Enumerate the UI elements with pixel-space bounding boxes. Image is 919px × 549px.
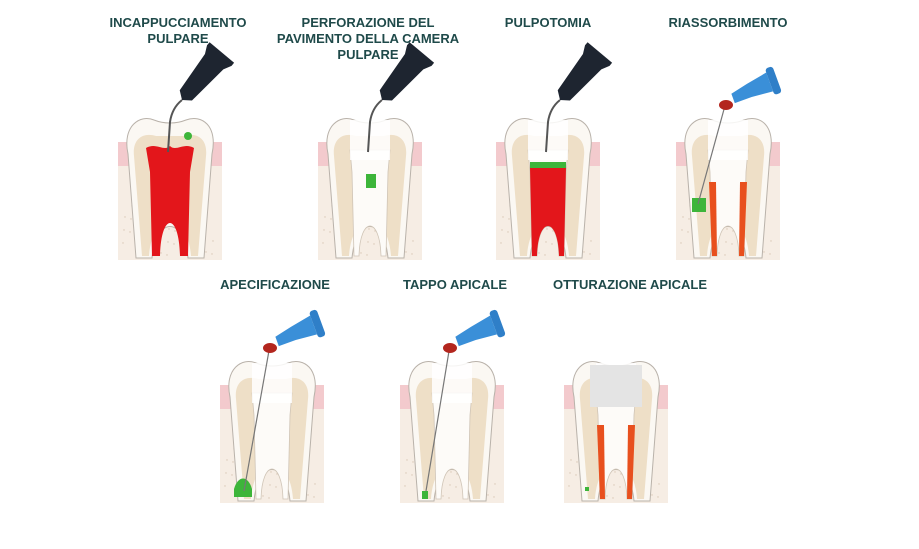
black-applicator-icon (557, 42, 613, 101)
tooth-panel (676, 66, 782, 260)
label-tappo-apicale: TAPPO APICALE (403, 277, 507, 293)
tooth-panel (496, 42, 613, 260)
rubber-stop (443, 343, 457, 353)
applicator-body (731, 72, 774, 104)
label-perforazione: PERFORAZIONE DEL PAVIMENTO DELLA CAMERA … (277, 15, 459, 63)
label-line: RIASSORBIMENTO (668, 15, 788, 30)
rubber-stop (263, 343, 277, 353)
mta-material (530, 162, 566, 168)
label-line: INCAPPUCCIAMENTO (109, 15, 247, 30)
file-needle (425, 344, 451, 492)
access-cavity (708, 120, 748, 160)
label-incappucciamento-pulpare: INCAPPUCCIAMENTO PULPARE (110, 15, 247, 47)
label-apecificazione: APECIFICAZIONE (220, 277, 330, 293)
label-line: PAVIMENTO DELLA CAMERA (276, 31, 460, 46)
needle (367, 99, 383, 153)
label-line: PULPOTOMIA (504, 15, 592, 30)
label-line: PERFORAZIONE DEL (301, 15, 435, 30)
root-canal (349, 149, 391, 257)
black-applicator-icon (379, 42, 435, 101)
mta-material (422, 491, 428, 499)
applicator-body (179, 42, 235, 101)
pulp (530, 168, 566, 256)
root-filling (627, 425, 635, 499)
needle (545, 99, 561, 153)
applicator-body (275, 315, 318, 347)
applicator-flange (309, 309, 326, 338)
root-canal (431, 392, 473, 500)
rubber-stop (719, 100, 733, 110)
root-canal (251, 392, 293, 500)
mta-material (184, 132, 192, 140)
applicator-body (557, 42, 613, 101)
mta-material (692, 198, 706, 212)
applicator-body (455, 315, 498, 347)
label-otturazione-apicale: OTTURAZIONE APICALE (553, 277, 707, 293)
tooth-panel (564, 361, 668, 503)
label-riassorbimento: RIASSORBIMENTO (669, 15, 788, 31)
tooth-panel (318, 42, 435, 260)
tooth-panel (118, 42, 235, 260)
applicator-body (379, 42, 435, 101)
file-needle (697, 101, 727, 205)
tooth-panel (400, 309, 506, 503)
root-filling (597, 425, 605, 499)
label-line: TAPPO APICALE (402, 277, 508, 292)
black-applicator-icon (179, 42, 235, 101)
root-filling (739, 182, 747, 256)
label-line: OTTURAZIONE APICALE (552, 277, 708, 292)
mta-material (366, 174, 376, 188)
label-line: APECIFICAZIONE (220, 277, 330, 292)
coronal-restoration (590, 365, 642, 407)
label-pulpotomia: PULPOTOMIA (505, 15, 591, 31)
applicator-flange (765, 66, 782, 95)
file-needle (243, 344, 271, 492)
blue-applicator-icon (731, 66, 782, 104)
label-line: PULPARE (337, 47, 399, 62)
label-line: PULPARE (147, 31, 209, 46)
tooth-panel (220, 309, 326, 503)
mta-material (234, 478, 252, 497)
blue-applicator-icon (275, 309, 326, 347)
needle (167, 99, 183, 153)
root-filling (709, 182, 717, 256)
mta-material (585, 487, 589, 491)
blue-applicator-icon (455, 309, 506, 347)
applicator-flange (489, 309, 506, 338)
access-cavity (252, 363, 292, 403)
pulp (146, 146, 194, 256)
access-cavity (432, 363, 472, 403)
